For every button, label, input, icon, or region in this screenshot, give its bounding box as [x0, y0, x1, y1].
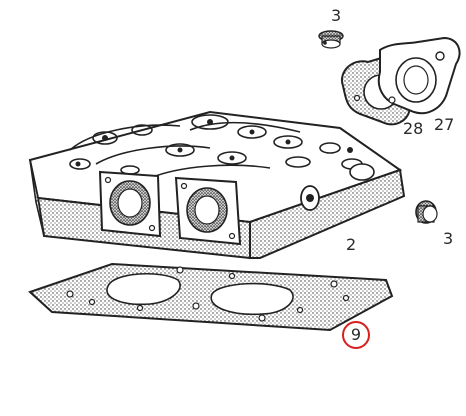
callout-bolt-right: 3: [443, 229, 454, 248]
callout-cover-gasket: 28: [403, 119, 424, 138]
bolt-right: [415, 200, 438, 224]
callout-cylinder-head: 2: [346, 235, 357, 254]
callout-bolt-top: 3: [331, 6, 342, 25]
port-left: [98, 170, 162, 238]
cylinder-head: [28, 110, 406, 260]
head-gasket: [28, 262, 394, 332]
callout-cover-plate: 27: [434, 115, 455, 134]
cover-plate: [377, 36, 461, 115]
bolt-top: [318, 30, 344, 49]
port-right: [174, 176, 242, 246]
callout-head-gasket-highlighted: 9: [342, 321, 370, 349]
